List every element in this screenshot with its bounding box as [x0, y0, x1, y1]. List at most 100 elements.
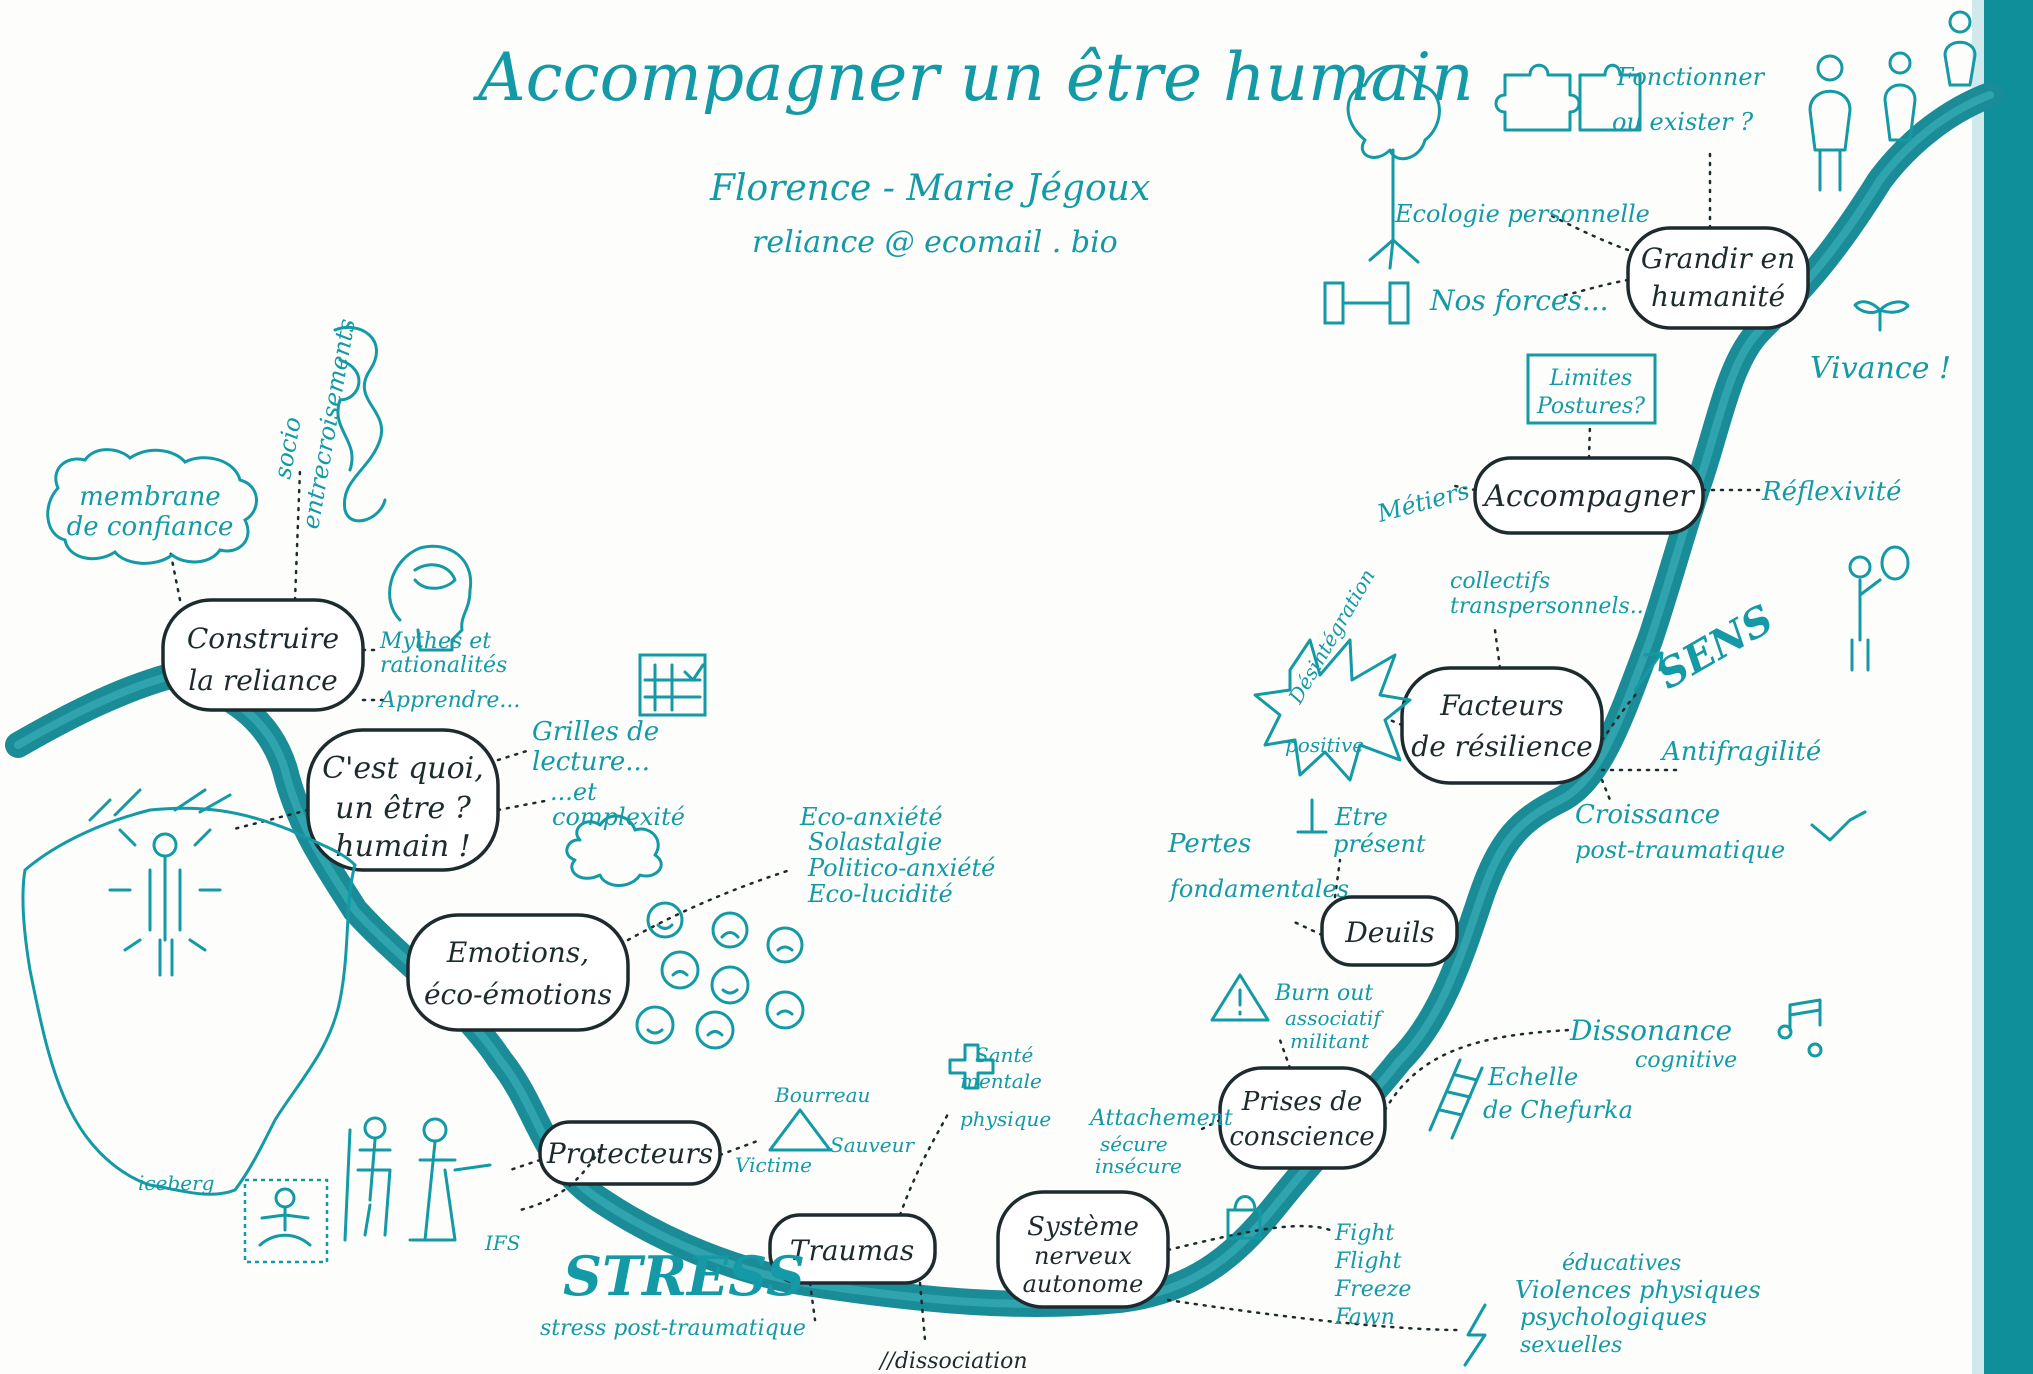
ecologie-label: Ecologie personnelle — [1394, 200, 1650, 228]
stand-icon — [1296, 798, 1328, 834]
violences-line1: éducatives — [1562, 1251, 1681, 1276]
flight-label: Flight — [1334, 1249, 1402, 1274]
mythes-line1: Mythes et — [379, 629, 491, 654]
dissonance-line1: Dissonance — [1569, 1014, 1732, 1047]
node-facteurs-line1: Facteurs — [1439, 689, 1564, 722]
echelle-line1: Echelle — [1487, 1063, 1578, 1091]
eco-anxiete: Eco-anxiété — [799, 803, 943, 831]
fawn-label: Fawn — [1334, 1305, 1395, 1330]
forces-label: Nos forces... — [1429, 284, 1609, 317]
limites-line1: Limites — [1549, 366, 1633, 391]
apprendre-label: Apprendre... — [378, 688, 520, 713]
page-title: Accompagner un être humain — [472, 39, 1474, 116]
etre-present-line1: Etre — [1334, 803, 1388, 831]
node-cestquoi-line3: humain ! — [335, 829, 470, 864]
pertes-line2: fondamentales — [1168, 875, 1349, 903]
tangle-cloud-icon — [565, 814, 663, 887]
tangle-icon — [333, 325, 387, 523]
entrecroisements-label: entrecroisements — [296, 316, 361, 531]
burst-icon — [1253, 638, 1412, 782]
bourreau-label: Bourreau — [774, 1083, 870, 1107]
membrane-line2: de confiance — [67, 512, 234, 542]
node-traumas[interactable]: Traumas — [768, 1213, 937, 1285]
node-grandir[interactable]: Grandir en humanité — [1626, 226, 1810, 330]
node-emotions-line1: Emotions, — [446, 936, 589, 969]
grilles-line1: Grilles de — [532, 717, 659, 747]
node-grandir-line2: humanité — [1651, 280, 1785, 313]
desintegration-label: Désintégration — [1283, 565, 1380, 709]
node-protecteurs-label: Protecteurs — [546, 1137, 713, 1170]
croissance-line1: Croissance — [1575, 800, 1720, 830]
node-accompagner[interactable]: Accompagner — [1473, 456, 1705, 535]
node-deuils[interactable]: Deuils — [1320, 895, 1459, 967]
node-systeme-line2: nerveux — [1034, 1242, 1132, 1270]
limites-line2: Postures? — [1536, 394, 1645, 419]
node-emotions-line2: éco-émotions — [424, 978, 612, 1011]
dissociation-label: //dissociation — [878, 1349, 1028, 1374]
stress-label: STRESS — [563, 1244, 805, 1308]
padlock-icon — [1226, 1195, 1262, 1240]
burnout-line2: associatif — [1285, 1006, 1384, 1030]
person-figures-icon — [1808, 10, 1977, 192]
sante-line3: physique — [960, 1107, 1051, 1131]
grilles-line2: lecture... — [532, 747, 650, 777]
freeze-label: Freeze — [1334, 1277, 1411, 1302]
path-highlight — [14, 91, 1994, 1309]
limites-box: Limites Postures? — [1526, 353, 1657, 425]
node-systeme[interactable]: Système nerveux autonome — [996, 1190, 1170, 1309]
antifragilite-label: Antifragilité — [1660, 737, 1821, 767]
membrane-line1: membrane — [79, 482, 220, 512]
node-cestquoi[interactable]: C'est quoi, un être ? humain ! — [306, 728, 500, 872]
metiers-label: Métiers — [1373, 476, 1472, 528]
pertes-line1: Pertes — [1167, 829, 1251, 859]
echelle-line2: de Chefurka — [1483, 1096, 1633, 1124]
burnout-line3: militant — [1290, 1029, 1370, 1053]
sprout-icon — [1853, 300, 1910, 332]
fight-label: Fight — [1334, 1221, 1395, 1246]
node-traumas-label: Traumas — [790, 1234, 914, 1267]
connectors — [168, 148, 1762, 1342]
knights-icon — [343, 1116, 492, 1242]
ifs-label: IFS — [484, 1231, 520, 1255]
node-facteurs[interactable]: Facteurs de résilience — [1400, 666, 1604, 785]
stress-post-label: stress post-traumatique — [540, 1316, 806, 1341]
node-systeme-line3: autonome — [1023, 1270, 1144, 1298]
frame-edge — [1982, 0, 2033, 1374]
author-name: Florence - Marie Jégoux — [709, 168, 1150, 209]
fonctionner-line1: Fonctionner — [1616, 63, 1766, 91]
lightning-icon — [1463, 1303, 1487, 1367]
node-deuils-label: Deuils — [1344, 916, 1434, 949]
node-construire[interactable]: Construire la reliance — [161, 598, 365, 712]
violences-line3: psychologiques — [1520, 1303, 1707, 1331]
smiley-faces-icon — [635, 901, 805, 1050]
attachement-line1: Attachement — [1088, 1106, 1233, 1131]
node-cestquoi-line2: un être ? — [335, 791, 472, 826]
brain-head-icon — [388, 544, 473, 652]
person-mirror-icon — [1848, 545, 1910, 672]
frame-shadow — [1972, 0, 1984, 1374]
node-emotions[interactable]: Emotions, éco-émotions — [406, 913, 630, 1032]
mythes-line2: rationalités — [380, 653, 507, 678]
vivance-label: Vivance ! — [1810, 351, 1951, 386]
node-accompagner-label: Accompagner — [1481, 479, 1695, 514]
sauveur-label: Sauveur — [830, 1133, 916, 1157]
socio-label: socio — [268, 415, 306, 481]
sante-line2: mentale — [960, 1069, 1042, 1093]
violences-line4: sexuelles — [1520, 1333, 1622, 1358]
attachement-line3: insécure — [1095, 1154, 1182, 1178]
politico-anxiete: Politico-anxiété — [807, 854, 995, 882]
iceberg-label: iceberg — [138, 1171, 214, 1195]
collectifs-line1: collectifs — [1450, 569, 1550, 594]
tree-icon — [1346, 64, 1441, 270]
etre-present-line2: présent — [1333, 830, 1426, 858]
node-prises[interactable]: Prises de conscience — [1218, 1066, 1387, 1170]
warning-icon — [1210, 973, 1270, 1022]
iceberg-icon — [21, 788, 357, 1196]
author-email[interactable]: reliance @ ecomail . bio — [752, 225, 1118, 260]
node-protecteurs[interactable]: Protecteurs — [538, 1120, 722, 1186]
croissance-line2: post-traumatique — [1575, 836, 1785, 864]
node-systeme-line1: Système — [1027, 1212, 1139, 1242]
burnout-line1: Burn out — [1274, 981, 1373, 1006]
